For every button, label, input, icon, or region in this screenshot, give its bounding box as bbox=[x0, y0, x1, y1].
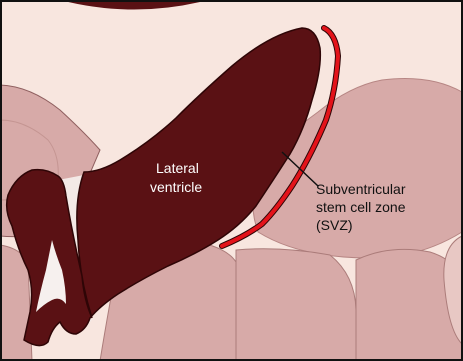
ventricle-label-line1: Lateral bbox=[156, 160, 199, 176]
lower-right-block bbox=[236, 249, 356, 361]
ventricle-label-line2: ventricle bbox=[150, 179, 202, 195]
svz-label-line1: Subventricular bbox=[316, 181, 406, 197]
svz-label-line3: (SVZ) bbox=[316, 217, 353, 233]
svz-label-line2: stem cell zone bbox=[316, 199, 406, 215]
